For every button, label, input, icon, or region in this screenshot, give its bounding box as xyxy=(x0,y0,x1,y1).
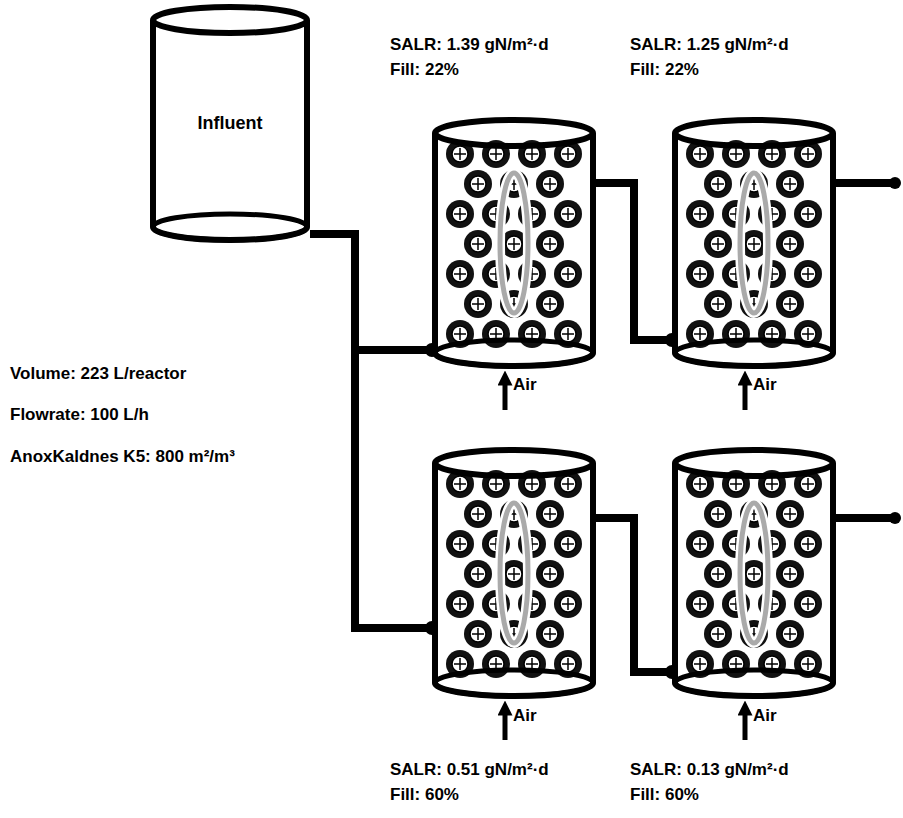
loading-rate: SALR: 0.13 gN/m²·d xyxy=(630,757,789,782)
carrier-media xyxy=(446,470,582,678)
pipe-connector xyxy=(596,518,672,672)
cylinder-outline xyxy=(672,448,836,698)
tank-label: Influent xyxy=(150,5,310,242)
carrier-media xyxy=(686,470,822,678)
cylinder-outline xyxy=(432,118,596,368)
circulation-loop xyxy=(500,173,528,313)
circulation-loop xyxy=(740,503,768,643)
reactor-vessel: SALR: 0.13 gN/m²·dFill: 60% xyxy=(672,448,836,698)
fill-ratio: Fill: 60% xyxy=(390,782,549,807)
air-label: Air xyxy=(753,375,777,395)
parameter-note: AnoxKaldnes K5: 800 m²/m³ xyxy=(10,447,235,467)
influent-tank: Influent xyxy=(150,5,310,242)
reactor-vessel: SALR: 1.39 gN/m²·dFill: 22% xyxy=(432,118,596,368)
loading-rate: SALR: 1.25 gN/m²·d xyxy=(630,32,789,57)
reactor-heading: SALR: 0.51 gN/m²·dFill: 60% xyxy=(390,757,549,807)
loading-rate: SALR: 0.51 gN/m²·d xyxy=(390,757,549,782)
air-label: Air xyxy=(753,706,777,726)
pipe-connector xyxy=(596,183,672,340)
carrier-media xyxy=(446,140,582,348)
pipe-end-dot xyxy=(889,177,901,189)
reactor-heading: SALR: 1.25 gN/m²·dFill: 22% xyxy=(630,32,789,82)
fill-ratio: Fill: 22% xyxy=(390,57,549,82)
air-label: Air xyxy=(513,706,537,726)
pipe-end-dot xyxy=(889,512,901,524)
cylinder-outline xyxy=(432,448,596,698)
air-label: Air xyxy=(513,375,537,395)
loading-rate: SALR: 1.39 gN/m²·d xyxy=(390,32,549,57)
node-label: Influent xyxy=(198,113,263,134)
reactor-heading: SALR: 0.13 gN/m²·dFill: 60% xyxy=(630,757,789,807)
parameter-note: Volume: 223 L/reactor xyxy=(10,364,186,384)
outlet-pipe xyxy=(830,183,893,518)
fill-ratio: Fill: 60% xyxy=(630,782,789,807)
pipe-connector xyxy=(310,234,432,350)
fill-ratio: Fill: 22% xyxy=(630,57,789,82)
pipe-connector xyxy=(310,234,432,628)
circulation-loop xyxy=(740,173,768,313)
reactor-vessel: SALR: 0.51 gN/m²·dFill: 60% xyxy=(432,448,596,698)
parameter-note: Flowrate: 100 L/h xyxy=(10,405,149,425)
circulation-loop xyxy=(500,503,528,643)
reactor-heading: SALR: 1.39 gN/m²·dFill: 22% xyxy=(390,32,549,82)
cylinder-outline xyxy=(672,118,836,368)
reactor-vessel: SALR: 1.25 gN/m²·dFill: 22% xyxy=(672,118,836,368)
carrier-media xyxy=(686,140,822,348)
